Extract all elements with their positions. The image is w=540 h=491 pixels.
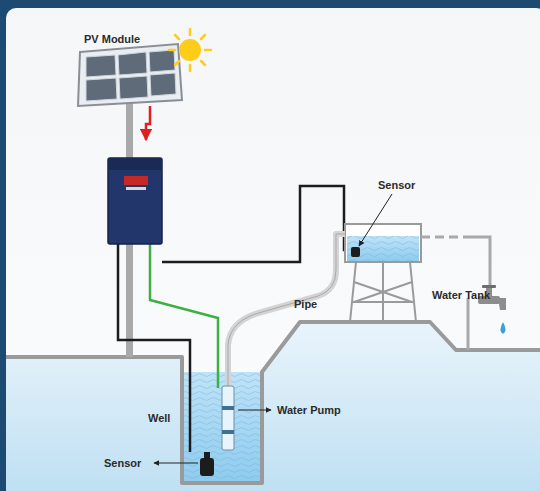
- pipe-edge: [228, 234, 345, 386]
- ground: [6, 322, 540, 491]
- part-label: Water Pump: [277, 404, 341, 417]
- pipe: [228, 234, 345, 386]
- tank-sensor: [351, 247, 360, 257]
- water-pump: [222, 386, 234, 450]
- power-arrow: [146, 106, 150, 140]
- water-tank: [345, 224, 421, 262]
- part-label: Water Tank: [432, 289, 490, 302]
- controller: [108, 158, 162, 244]
- outlet-pipe: [421, 236, 470, 239]
- tank-sensor-wire: [162, 186, 352, 262]
- well-waves: [184, 372, 260, 481]
- part-label: Sensor: [104, 457, 141, 470]
- leader-line: [238, 410, 271, 411]
- leader-line: [359, 194, 392, 246]
- leader-line: [154, 463, 198, 464]
- tank-tower: [350, 262, 416, 322]
- sensor-wire: [118, 242, 190, 452]
- well-water: [184, 372, 260, 481]
- sun: [169, 29, 211, 71]
- card: [6, 8, 540, 491]
- pump-wire: [150, 242, 218, 388]
- pv-module: [78, 44, 182, 106]
- part-label: Well: [148, 412, 170, 425]
- part-label: PV Module: [84, 33, 140, 46]
- faucet-post: [467, 298, 470, 350]
- part-label: Pipe: [294, 298, 317, 311]
- well-sensor: [200, 452, 214, 476]
- ground-outline: [6, 322, 540, 483]
- part-label: Sensor: [378, 179, 415, 192]
